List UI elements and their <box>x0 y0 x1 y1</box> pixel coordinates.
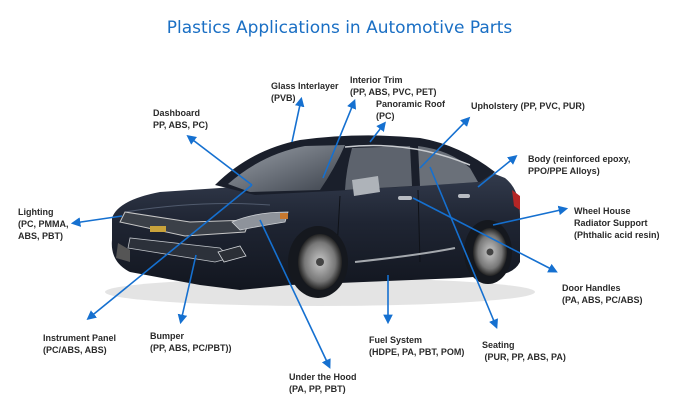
arrow-seating <box>429 166 498 329</box>
label-instrument-panel: Instrument Panel (PC/ABS, ABS) <box>43 333 117 355</box>
label-lighting: Lighting (PC, PMMA, ABS, PBT) <box>18 207 69 241</box>
arrow-bumper <box>177 254 197 325</box>
arrow-instrument-panel <box>86 184 253 321</box>
diagram-title: Plastics Applications in Automotive Part… <box>166 18 513 38</box>
arrow-body <box>477 154 518 188</box>
arrow-door-handles <box>412 197 558 273</box>
label-door-handles: Door Handles (PA, ABS, PC/ABS) <box>562 283 643 305</box>
label-upholstery: Upholstery (PP, PVC, PUR) <box>471 101 585 111</box>
label-panoramic-roof: Panoramic Roof (PC) <box>376 99 446 121</box>
arrow-lighting <box>70 215 123 227</box>
car-body <box>111 135 521 290</box>
label-under-the-hood: Under the Hood (PA, PP, PBT) <box>289 372 357 394</box>
front-wheel <box>288 226 348 298</box>
label-seating: Seating (PUR, PP, ABS, PA) <box>482 340 566 362</box>
label-wheel-house: Wheel House Radiator Support (Phthalic a… <box>574 206 660 240</box>
rear-wheel <box>464 220 512 284</box>
arrow-wheel-house <box>492 205 569 226</box>
arrow-panoramic-roof <box>369 121 386 143</box>
arrow-dashboard <box>186 135 253 186</box>
arrow-interior-trim <box>322 99 357 179</box>
pointer-arrows <box>70 96 569 369</box>
label-glass-interlayer: Glass Interlayer (PVB) <box>271 81 339 103</box>
label-fuel-system: Fuel System (HDPE, PA, PBT, POM) <box>369 335 465 357</box>
chevrolet-logo <box>150 226 166 232</box>
label-bumper: Bumper (PP, ABS, PC/PBT)) <box>150 331 232 353</box>
label-body: Body (reinforced epoxy, PPO/PPE Alloys) <box>528 154 631 176</box>
arrow-glass-interlayer <box>291 96 305 143</box>
label-interior-trim: Interior Trim (PP, ABS, PVC, PET) <box>350 75 437 97</box>
label-dashboard: Dashboard PP, ABS, PC) <box>153 108 209 130</box>
arrow-under-hood <box>259 219 331 369</box>
arrow-upholstery <box>419 116 471 169</box>
